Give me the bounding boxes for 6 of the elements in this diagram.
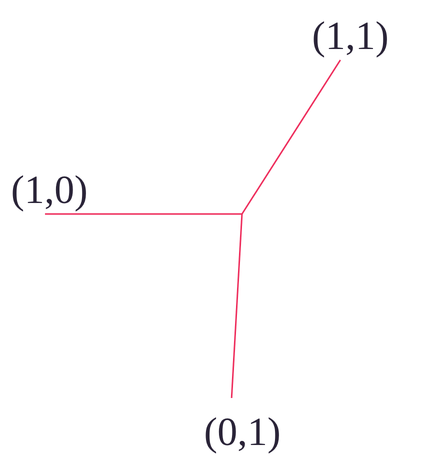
coordinate-label: (0,1) [204, 410, 281, 454]
line [230, 214, 243, 398]
line [45, 213, 242, 215]
coordinate-label: (1,0) [11, 168, 88, 212]
line [241, 60, 341, 214]
coordinate-label: (1,1) [312, 14, 389, 58]
